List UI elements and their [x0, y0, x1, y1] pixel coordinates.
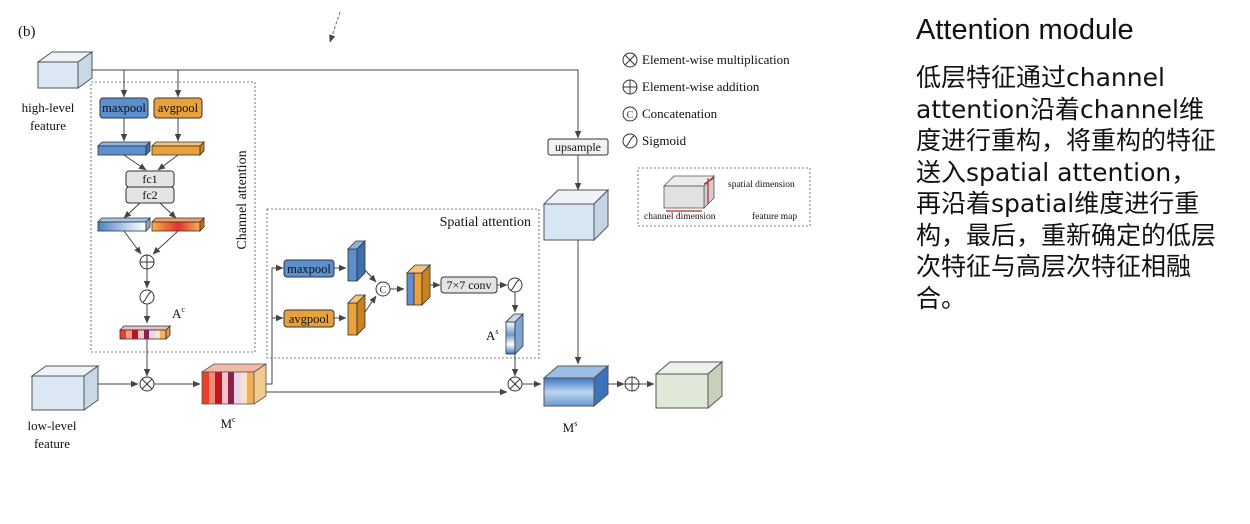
upsample-label: upsample [555, 140, 601, 154]
spatial-attention-title: Spatial attention [440, 215, 531, 230]
max-slab-to-concat-arrow [364, 269, 377, 283]
incoming-dashed-arrow [329, 11, 341, 43]
svg-text:C: C [380, 285, 387, 296]
fc-blue-gradient-vector [97, 217, 151, 232]
spatial-maxpool-label: maxpool [287, 262, 331, 276]
fc2-box [125, 186, 175, 204]
mc-label: Mc [220, 415, 236, 431]
fc2-label: fc2 [142, 188, 157, 202]
fc-heat-gradient-vector [151, 217, 205, 232]
channel-attention-weights-vector [119, 325, 171, 340]
spatial-multiply-icon [507, 376, 523, 392]
description-panel: Attention module 低层特征通过channel attention… [916, 12, 1236, 314]
ms-label: Ms [563, 419, 578, 435]
sigmoid-legend-icon [622, 133, 638, 149]
concatenated-slab [406, 264, 431, 306]
spatial-attention-weights-slab [505, 313, 524, 355]
multiplication-icon [622, 52, 638, 68]
concatenation-legend-icon: C [622, 106, 638, 122]
fc-to-heat-arrow [159, 202, 177, 219]
channel-multiply-icon [139, 376, 155, 392]
blue-to-add-arrow [123, 230, 142, 255]
legend: Element-wise multiplication Element-wise… [622, 52, 790, 149]
spatial-dimension-label: spatial dimension [728, 180, 795, 190]
channel-attention-title: Channel attention [235, 150, 250, 249]
final-addition-icon [624, 376, 640, 392]
channel-addition-icon [139, 254, 155, 270]
spatial-avg-slab [347, 294, 366, 336]
fc1-label: fc1 [142, 172, 157, 186]
spatial-sigmoid-icon [507, 277, 523, 293]
dimension-key-box [637, 167, 811, 227]
panel-label: (b) [18, 24, 36, 40]
pooled-blue-vector [97, 141, 151, 156]
addition-icon [622, 79, 638, 95]
channel-dimension-label: channel dimension [644, 212, 716, 222]
fc-to-blue-arrow [123, 202, 141, 219]
channel-attention-weights-label: Ac [172, 305, 185, 321]
feature-map-label: feature map [752, 211, 797, 222]
legend-concatenation: Concatenation [642, 106, 718, 121]
legend-multiplication: Element-wise multiplication [642, 52, 790, 67]
channel-maxpool-label: maxpool [102, 101, 146, 115]
svg-text:C: C [627, 110, 634, 121]
mc-to-spatial-maxpool-line [266, 264, 284, 385]
channel-sigmoid-icon [139, 289, 155, 305]
upsampled-feature-block [542, 188, 610, 242]
panel-title: Attention module [916, 14, 1134, 46]
mc-feature-block [200, 363, 268, 405]
panel-description: 低层特征通过channel attention沿着channel维度进行重构，将… [916, 63, 1217, 313]
dimension-key-cube [663, 175, 715, 212]
high-to-upsample-line [92, 69, 582, 139]
conv-label: 7×7 conv [446, 278, 491, 292]
channel-avgpool-label: avgpool [158, 101, 199, 115]
legend-sigmoid: Sigmoid [642, 133, 687, 148]
high-level-feature-block [36, 51, 94, 89]
spatial-attention-box [266, 208, 540, 359]
pooled-orange-vector [151, 141, 205, 156]
channel-attention-box [90, 81, 256, 353]
ms-feature-block [542, 364, 610, 408]
avg-slab-to-concat-arrow [364, 295, 377, 313]
spatial-max-slab [347, 240, 366, 282]
spatial-attention-weights-label: As [486, 327, 499, 343]
output-feature-block [654, 360, 724, 410]
blue-to-fc-arrow [123, 154, 147, 171]
low-level-feature-block [30, 365, 100, 411]
orange-to-fc-arrow [157, 154, 179, 171]
concatenation-icon: C [375, 281, 391, 297]
legend-addition: Element-wise addition [642, 79, 760, 94]
heat-to-add-arrow [152, 230, 179, 255]
spatial-avgpool-label: avgpool [289, 312, 330, 326]
